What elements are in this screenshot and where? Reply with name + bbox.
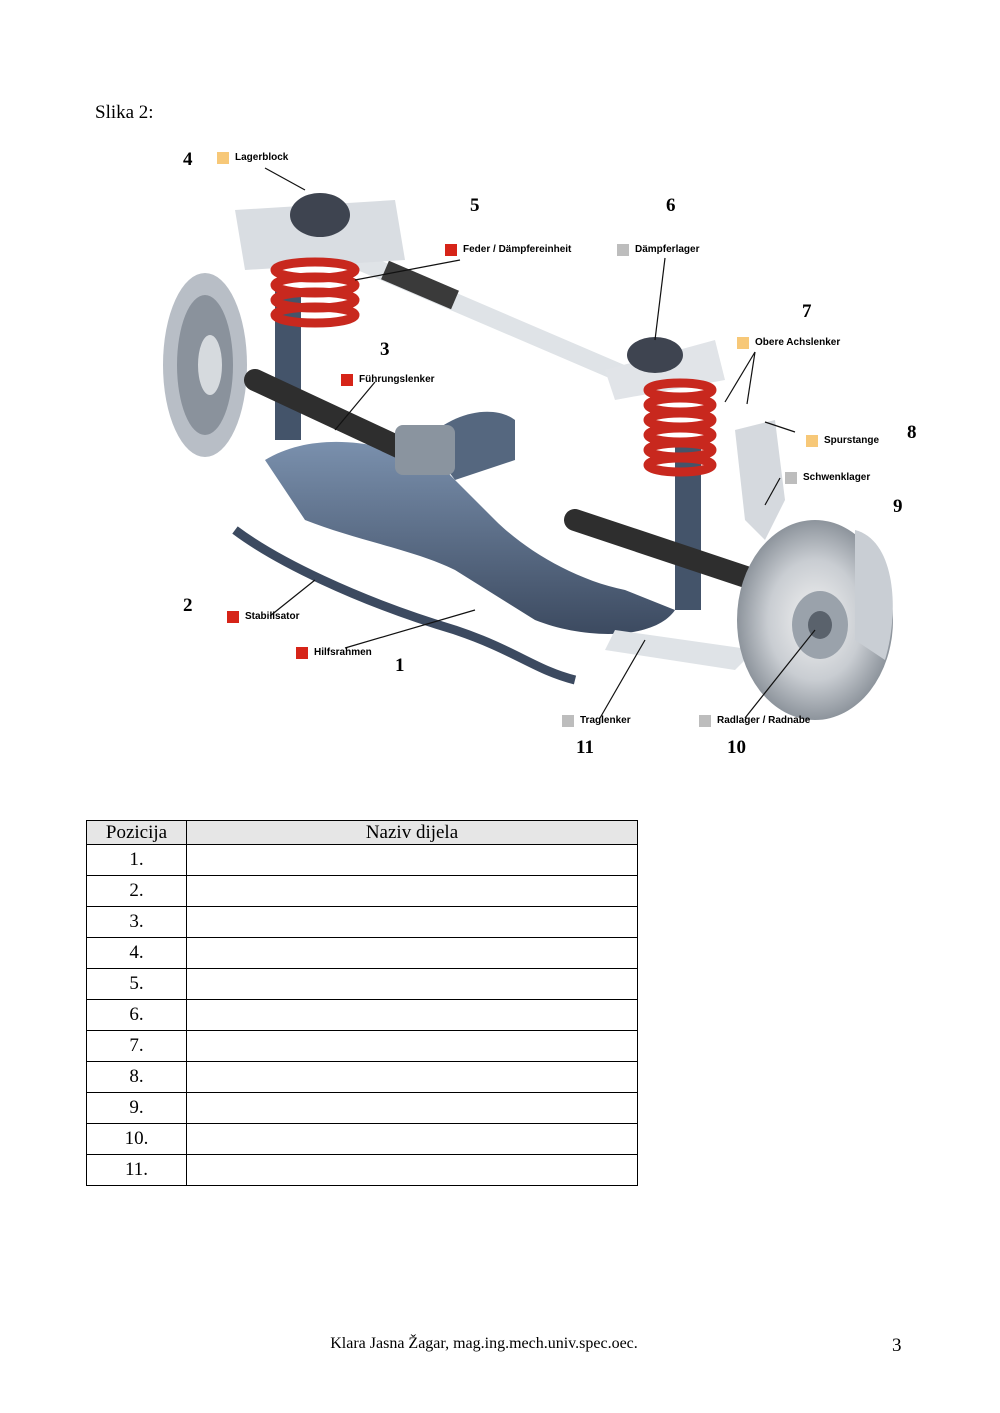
page-number: 3 bbox=[892, 1335, 902, 1356]
callout-number-6: 6 bbox=[666, 195, 676, 216]
stabilizer-bar bbox=[232, 526, 577, 685]
callout-number-1: 1 bbox=[395, 655, 405, 676]
table-row: 11. bbox=[86, 1154, 638, 1186]
position-cell: 2. bbox=[86, 875, 187, 907]
callout-number-5: 5 bbox=[470, 195, 480, 216]
right-strut bbox=[605, 337, 725, 610]
callout-number-8: 8 bbox=[907, 422, 917, 443]
header-naziv-dijela: Naziv dijela bbox=[186, 820, 638, 845]
left-strut bbox=[235, 193, 405, 440]
part-name-cell[interactable] bbox=[186, 1030, 638, 1062]
position-cell: 7. bbox=[86, 1030, 187, 1062]
table-row: 10. bbox=[86, 1123, 638, 1155]
position-cell: 5. bbox=[86, 968, 187, 1000]
label-spurstange: Spurstange bbox=[806, 434, 879, 448]
table-row: 9. bbox=[86, 1092, 638, 1124]
table-row: 4. bbox=[86, 937, 638, 969]
figure-caption: Slika 2: bbox=[95, 102, 154, 123]
part-name-cell[interactable] bbox=[186, 1123, 638, 1155]
table-row: 8. bbox=[86, 1061, 638, 1093]
position-cell: 4. bbox=[86, 937, 187, 969]
part-name-cell[interactable] bbox=[186, 875, 638, 907]
swatch-red bbox=[445, 244, 457, 256]
table-row: 5. bbox=[86, 968, 638, 1000]
table-header-row: Pozicija Naziv dijela bbox=[86, 820, 638, 845]
label-schwenklager: Schwenklager bbox=[785, 471, 870, 485]
suspension-figure: 4 5 6 7 3 8 9 2 1 11 10 Lagerblock Feder… bbox=[155, 140, 917, 760]
swatch-orange bbox=[806, 435, 818, 447]
swatch-gray bbox=[617, 244, 629, 256]
table-row: 3. bbox=[86, 906, 638, 938]
position-cell: 9. bbox=[86, 1092, 187, 1124]
callout-number-2: 2 bbox=[183, 595, 193, 616]
label-fuehrungslenker: Führungslenker bbox=[341, 373, 435, 387]
callout-number-9: 9 bbox=[893, 496, 903, 517]
table-row: 1. bbox=[86, 844, 638, 876]
swatch-gray bbox=[785, 472, 797, 484]
label-obere-achslenker: Obere Achslenker bbox=[737, 336, 840, 350]
callout-number-3: 3 bbox=[380, 339, 390, 360]
callout-number-7: 7 bbox=[802, 301, 812, 322]
footer-author: Klara Jasna Žagar, mag.ing.mech.univ.spe… bbox=[330, 1335, 638, 1352]
label-hilfsrahmen: Hilfsrahmen bbox=[296, 646, 372, 660]
label-stabilisator: Stabilisator bbox=[227, 610, 299, 624]
swatch-red bbox=[227, 611, 239, 623]
position-cell: 10. bbox=[86, 1123, 187, 1155]
swatch-gray bbox=[699, 715, 711, 727]
label-daempferlager: Dämpferlager bbox=[617, 243, 699, 257]
left-brake-disc bbox=[163, 273, 247, 457]
table-row: 6. bbox=[86, 999, 638, 1031]
part-name-cell[interactable] bbox=[186, 999, 638, 1031]
table-row: 2. bbox=[86, 875, 638, 907]
callout-number-10: 10 bbox=[727, 737, 746, 758]
part-name-cell[interactable] bbox=[186, 906, 638, 938]
callout-number-4: 4 bbox=[183, 149, 193, 170]
parts-table: Pozicija Naziv dijela 1. 2. 3. 4. 5. 6. … bbox=[86, 820, 638, 1186]
header-pozicija: Pozicija bbox=[86, 820, 187, 845]
swatch-orange bbox=[737, 337, 749, 349]
callout-number-11: 11 bbox=[576, 737, 594, 758]
position-cell: 8. bbox=[86, 1061, 187, 1093]
part-name-cell[interactable] bbox=[186, 1154, 638, 1186]
table-row: 7. bbox=[86, 1030, 638, 1062]
part-name-cell[interactable] bbox=[186, 844, 638, 876]
swatch-orange bbox=[217, 152, 229, 164]
part-name-cell[interactable] bbox=[186, 937, 638, 969]
swatch-red bbox=[296, 647, 308, 659]
part-name-cell[interactable] bbox=[186, 1092, 638, 1124]
part-name-cell[interactable] bbox=[186, 968, 638, 1000]
label-feder-daempfereinheit: Feder / Dämpfereinheit bbox=[445, 243, 571, 257]
swatch-red bbox=[341, 374, 353, 386]
position-cell: 3. bbox=[86, 906, 187, 938]
subframe bbox=[265, 441, 675, 634]
part-name-cell[interactable] bbox=[186, 1061, 638, 1093]
label-radlager-radnabe: Radlager / Radnabe bbox=[699, 714, 810, 728]
position-cell: 1. bbox=[86, 844, 187, 876]
swatch-gray bbox=[562, 715, 574, 727]
suspension-illustration bbox=[163, 167, 893, 720]
position-cell: 11. bbox=[86, 1154, 187, 1186]
label-traglenker: Traglenker bbox=[562, 714, 631, 728]
position-cell: 6. bbox=[86, 999, 187, 1031]
label-lagerblock: Lagerblock bbox=[217, 151, 288, 165]
right-brake-disc bbox=[737, 520, 893, 720]
